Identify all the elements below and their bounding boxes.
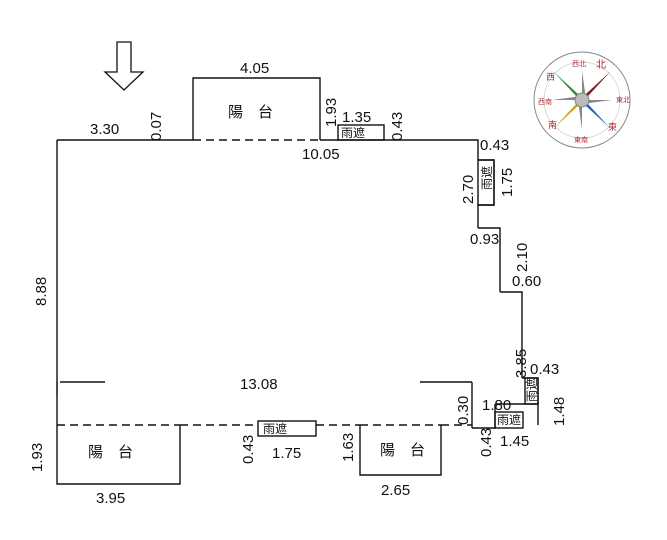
bottom-right-small: 0.30	[455, 396, 472, 425]
compass-north: 北	[596, 59, 606, 71]
top-left-step: 0.07	[148, 112, 165, 141]
rain-cover-bottom-right-label: 雨遮	[497, 412, 521, 427]
rain-cover-right-lower-label: 雨遮	[524, 378, 539, 402]
bottom-rain-depth: 0.43	[240, 435, 257, 464]
balcony-bottom-right: 陽 台 2.65 1.63	[340, 424, 442, 499]
balcony-top-depth: 1.93	[323, 98, 340, 127]
balcony-bottom-left: 陽 台 3.95 1.93	[29, 424, 181, 507]
top-rain-depth: 0.43	[389, 112, 406, 141]
rain-cover-bottom-right: 雨遮	[494, 411, 524, 429]
bottom-rain-width: 1.75	[272, 445, 301, 462]
right-offset-b: 0.60	[512, 273, 541, 290]
left-height: 8.88	[33, 277, 50, 306]
balcony-bottom-right-depth: 1.63	[340, 433, 357, 462]
compass-rose-icon: 北 西北 西 西南 南 東南 東 東北	[533, 51, 631, 149]
rain-cover-right-upper-label: 雨遮	[479, 166, 494, 190]
rain-cover-top-label: 雨遮	[341, 125, 365, 140]
rain-cover-right-lower: 雨遮	[524, 377, 539, 405]
compass-southwest: 西南	[538, 97, 552, 106]
balcony-top: 陽 台 4.05 1.93	[192, 60, 340, 141]
compass-west: 西	[546, 72, 555, 83]
balcony-bottom-right-width: 2.65	[381, 482, 410, 499]
top-total: 10.05	[302, 146, 340, 163]
rain-cover-right-upper: 雨遮	[477, 159, 495, 206]
right-upper-b: 1.75	[499, 168, 516, 197]
top-rain-width: 1.35	[342, 109, 371, 126]
right-bottom-height: 1.48	[551, 397, 568, 426]
balcony-bottom-left-width: 3.95	[96, 490, 125, 507]
compass-northeast: 東北	[616, 95, 630, 104]
interior-width: 13.08	[240, 376, 278, 393]
right-lower-height: 3.85	[513, 349, 530, 378]
balcony-top-label: 陽 台	[228, 103, 273, 121]
compass-northwest: 西北	[572, 60, 586, 68]
bottom-right-low: 1.45	[500, 433, 529, 450]
rain-cover-bottom-label: 雨遮	[263, 421, 287, 436]
bottom-right-wide: 1.80	[482, 397, 511, 414]
right-upper-a: 2.70	[460, 175, 477, 204]
rain-cover-bottom: 雨遮 0.43 1.75	[240, 420, 317, 464]
compass-east: 東	[608, 121, 617, 133]
bottom-right-depth: 0.43	[478, 428, 495, 457]
rain-cover-top: 雨遮 1.35 0.43	[337, 109, 406, 141]
balcony-bottom-right-label: 陽 台	[380, 441, 425, 459]
compass-south: 南	[548, 119, 557, 131]
balcony-bottom-left-label: 陽 台	[88, 443, 133, 461]
balcony-top-width: 4.05	[240, 60, 269, 77]
right-offset-a: 0.93	[470, 231, 499, 248]
balcony-bottom-left-depth: 1.93	[29, 443, 46, 472]
down-arrow-icon	[103, 41, 145, 91]
compass-southeast: 東南	[574, 135, 588, 144]
right-low-step: 0.43	[530, 361, 559, 378]
right-top-step: 0.43	[480, 137, 509, 154]
right-mid-height: 2.10	[514, 243, 531, 272]
top-left-span: 3.30	[90, 121, 119, 138]
